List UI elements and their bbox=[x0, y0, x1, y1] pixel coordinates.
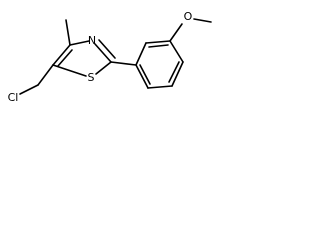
bond-ar6-ar1-double bbox=[139, 64, 151, 85]
bond-ar6-ar1 bbox=[135, 64, 149, 89]
bond-c5-c4 bbox=[52, 44, 71, 66]
bond-c2-phenyl bbox=[110, 61, 137, 66]
atom-label-chlorine: Cl bbox=[8, 91, 19, 104]
bond-c4-methyl bbox=[65, 19, 71, 46]
bond-ar4-ar5-double bbox=[168, 61, 180, 83]
bond-c5-c4-double bbox=[57, 49, 73, 67]
bond-ar2-ar3-double bbox=[148, 44, 169, 48]
molecule-drawing: Cl N S O bbox=[8, 10, 212, 104]
bond-c4-n3 bbox=[69, 40, 90, 46]
bond-s1-c5 bbox=[52, 64, 87, 77]
bond-ar3-o bbox=[169, 23, 183, 42]
bond-n3-c2 bbox=[94, 43, 112, 63]
atom-label-nitrogen: N bbox=[88, 34, 96, 47]
structure-canvas: Cl N S O bbox=[0, 0, 235, 120]
bond-c2-s1 bbox=[95, 61, 112, 75]
atom-label-sulfur: S bbox=[88, 71, 95, 84]
bond-ar4-ar5 bbox=[171, 61, 184, 87]
bond-ar2-ar3 bbox=[145, 40, 171, 44]
atom-label-oxygen: O bbox=[184, 10, 193, 23]
bond-ar1-ar2 bbox=[135, 42, 147, 66]
bond-n3-c2-double bbox=[98, 39, 116, 59]
bond-cl-ch2 bbox=[19, 84, 39, 95]
bond-ar5-ar6 bbox=[147, 85, 173, 89]
bond-ch2-c5 bbox=[37, 64, 54, 86]
bond-ar3-ar4 bbox=[169, 40, 184, 63]
bond-o-methyl bbox=[193, 18, 212, 23]
